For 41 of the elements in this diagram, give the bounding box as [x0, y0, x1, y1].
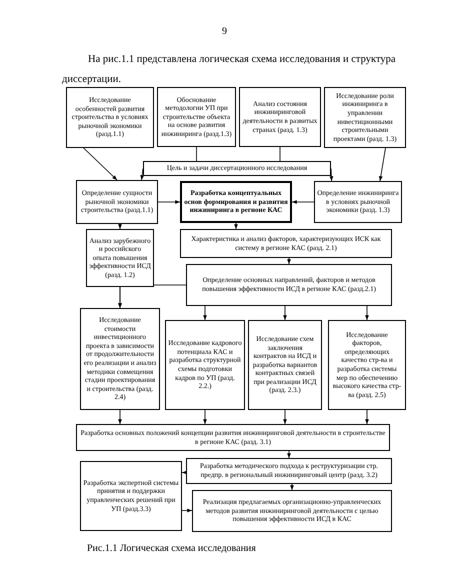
connector-arrow — [287, 258, 291, 264]
connector-arrow — [283, 410, 287, 424]
page-number: 9 — [222, 27, 227, 37]
connector-arrow — [365, 410, 369, 424]
connector-arrow — [118, 410, 122, 424]
process-box — [248, 320, 322, 410]
process-box — [165, 320, 245, 410]
process-box — [328, 320, 406, 410]
connector-arrow — [158, 200, 180, 204]
connector-arrow — [290, 484, 294, 490]
process-box — [314, 181, 402, 223]
connector-arrow — [118, 224, 122, 230]
connector-arrow — [203, 410, 207, 424]
process-box — [80, 461, 182, 531]
process-box — [157, 87, 236, 147]
process-box — [180, 181, 292, 223]
connector-arrow — [83, 148, 118, 180]
intro-paragraph: На рис.1.1 представлена логическая схема исследования и структура диссертации. — [62, 53, 397, 87]
process-box — [324, 87, 406, 148]
process-box — [76, 180, 158, 224]
connector-arrow — [140, 168, 144, 180]
figure-caption: Рис.1.1 Логическая схема исследования — [87, 544, 256, 554]
connector-arrow — [378, 148, 386, 182]
connector-arrow — [287, 450, 291, 458]
connector-arrow — [203, 306, 207, 320]
process-box — [80, 308, 160, 410]
process-box — [66, 87, 154, 148]
process-box — [192, 490, 392, 532]
process-box — [186, 458, 392, 484]
connector-arrow — [292, 200, 314, 204]
process-box — [76, 424, 390, 451]
connector-arrow — [365, 306, 369, 320]
connector-arrow — [234, 222, 238, 230]
process-box — [86, 229, 154, 287]
connector-arrow — [182, 508, 192, 512]
connector-arrow — [283, 306, 287, 320]
process-box — [186, 264, 392, 306]
process-box — [239, 87, 321, 147]
process-box — [143, 161, 331, 176]
process-box — [180, 229, 392, 258]
connector-arrow — [182, 470, 187, 474]
